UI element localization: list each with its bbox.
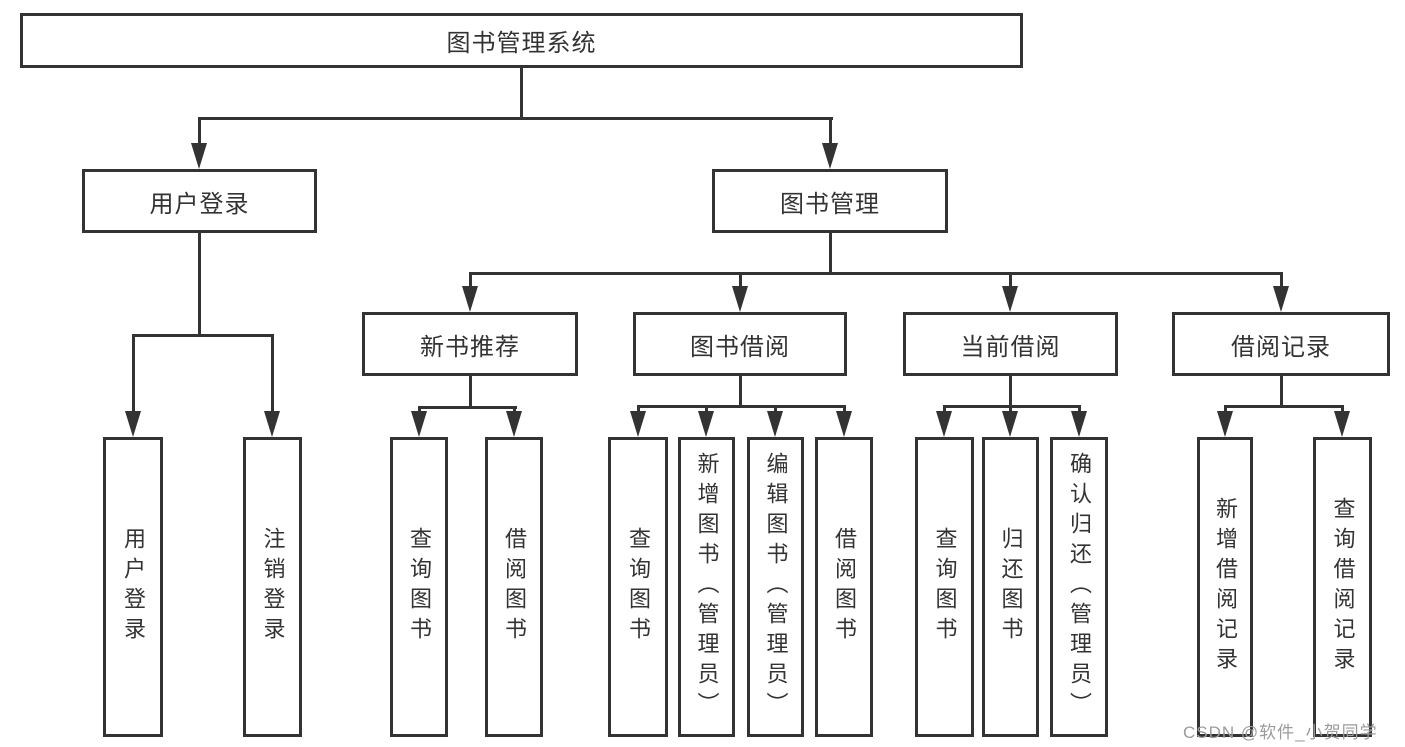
connector — [738, 273, 742, 290]
node-book-borrow: 图书借阅 — [633, 312, 847, 376]
connector — [1008, 273, 1012, 290]
leaf-query-borrow-record: 查询借阅记录 — [1313, 437, 1372, 737]
leaf-query-book-current: 查询图书 — [915, 437, 974, 737]
connector — [636, 404, 846, 408]
connector — [131, 335, 135, 415]
connector — [1279, 273, 1283, 290]
connector — [1077, 404, 1081, 415]
connector — [828, 233, 832, 273]
connector — [828, 118, 832, 150]
arrow-down-icon — [125, 411, 141, 437]
leaf-user-login: 用户登录 — [103, 437, 163, 737]
leaf-borrow-book: 借阅图书 — [815, 437, 873, 737]
arrow-down-icon — [836, 411, 852, 437]
connector — [1279, 376, 1283, 406]
arrow-down-icon — [191, 143, 207, 169]
arrow-down-icon — [264, 411, 280, 437]
leaf-add-borrow-record: 新增借阅记录 — [1197, 437, 1253, 737]
connector — [942, 404, 1081, 408]
arrow-down-icon — [767, 411, 783, 437]
arrow-down-icon — [1273, 286, 1289, 312]
connector — [1223, 404, 1344, 408]
connector — [636, 404, 640, 415]
leaf-edit-book-admin: 编辑图书（管理员） — [747, 437, 804, 737]
connector — [773, 404, 777, 415]
leaf-confirm-return-admin: 确认归还（管理员） — [1050, 437, 1108, 737]
arrow-down-icon — [822, 143, 838, 169]
arrow-down-icon — [506, 411, 522, 437]
connector — [417, 405, 517, 409]
leaf-borrow-book-recommend: 借阅图书 — [485, 437, 543, 737]
connector — [468, 271, 1283, 275]
connector — [1223, 404, 1227, 415]
connector — [468, 376, 472, 407]
connector — [512, 405, 516, 415]
connector — [519, 68, 523, 118]
arrow-down-icon — [630, 411, 646, 437]
connector — [468, 273, 472, 290]
connector — [197, 118, 201, 150]
node-borrow-records: 借阅记录 — [1172, 312, 1390, 376]
leaf-return-book: 归还图书 — [982, 437, 1039, 737]
arrow-down-icon — [732, 286, 748, 312]
arrow-down-icon — [936, 411, 952, 437]
arrow-down-icon — [698, 411, 714, 437]
arrow-down-icon — [411, 411, 427, 437]
connector — [1008, 376, 1012, 406]
arrow-down-icon — [1217, 411, 1233, 437]
arrow-down-icon — [1002, 411, 1018, 437]
node-new-book-recommend: 新书推荐 — [362, 312, 578, 376]
arrow-down-icon — [462, 286, 478, 312]
arrow-down-icon — [1334, 411, 1350, 437]
arrow-down-icon — [1071, 411, 1087, 437]
connector — [1340, 404, 1344, 415]
connector — [197, 233, 201, 335]
leaf-logout-login: 注销登录 — [243, 437, 302, 737]
connector — [417, 405, 421, 415]
connector — [942, 404, 946, 415]
watermark: CSDN @软件_小贺同学 — [1183, 723, 1378, 742]
leaf-query-book-recommend: 查询图书 — [390, 437, 448, 737]
node-user-login: 用户登录 — [82, 169, 317, 233]
leaf-add-book-admin: 新增图书（管理员） — [678, 437, 735, 737]
leaf-query-book-borrow: 查询图书 — [608, 437, 668, 737]
connector — [197, 116, 833, 120]
arrow-down-icon — [1002, 286, 1018, 312]
connector — [738, 376, 742, 406]
connector — [131, 333, 274, 337]
connector — [270, 335, 274, 415]
node-root: 图书管理系统 — [20, 13, 1023, 68]
node-book-management: 图书管理 — [712, 169, 948, 233]
connector — [704, 404, 708, 415]
connector — [842, 404, 846, 415]
node-current-borrow: 当前借阅 — [903, 312, 1118, 376]
connector — [1008, 404, 1012, 415]
